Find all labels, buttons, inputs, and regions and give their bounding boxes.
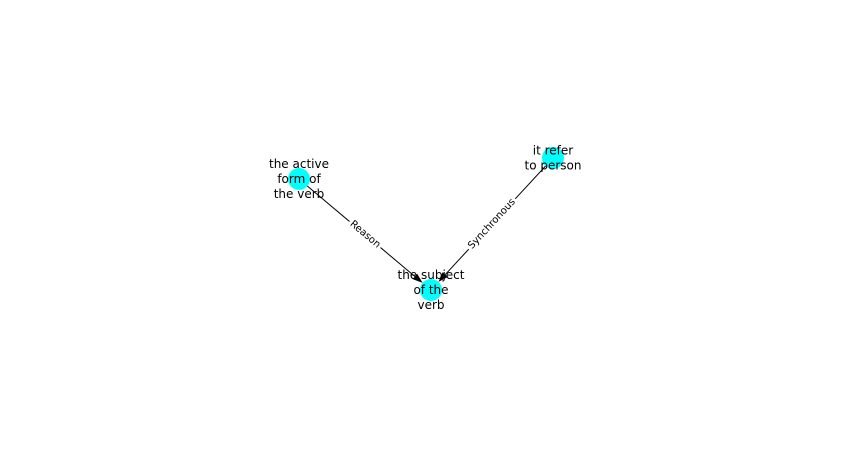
arrowhead-icon xyxy=(412,273,423,283)
edges-layer: Reason Synchronous xyxy=(298,157,554,283)
edge-label-group: Synchronous xyxy=(463,194,521,254)
node-circle xyxy=(542,147,564,169)
arrowhead-icon xyxy=(438,272,448,282)
edge-label-background xyxy=(345,216,385,253)
node-label-line: verb xyxy=(417,298,444,312)
node-circle xyxy=(288,168,310,190)
edge-label-group: Reason xyxy=(345,216,385,253)
edge-label: Reason xyxy=(348,219,383,251)
edge-person-subject: Synchronous xyxy=(438,157,554,282)
edge-label-background xyxy=(463,194,521,254)
node-circle xyxy=(420,279,442,301)
node-label-line: the active xyxy=(269,157,329,171)
node-label-line: it refer xyxy=(533,144,574,158)
edge-label: Synchronous xyxy=(466,197,518,252)
node-label-line: of the xyxy=(413,283,448,297)
node-label-line: to person xyxy=(525,159,582,173)
node-label-line: the subject xyxy=(397,268,464,282)
node-label-line: the verb xyxy=(274,187,325,201)
node-label-line: form of xyxy=(277,172,321,186)
